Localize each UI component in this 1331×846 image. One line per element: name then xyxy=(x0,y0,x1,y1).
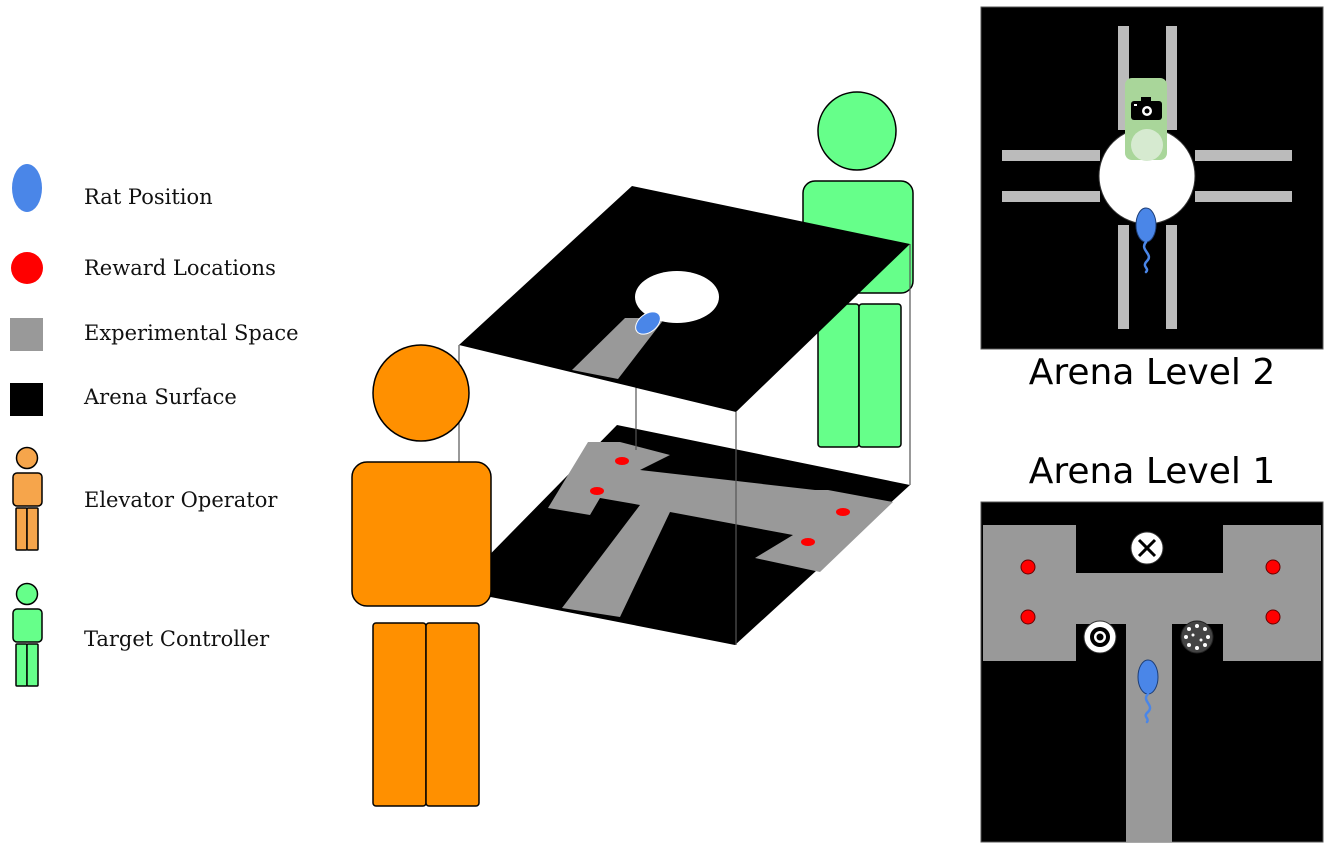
legend-label-target-controller: Target Controller xyxy=(84,627,270,651)
arena-level-2-title: Arena Level 2 xyxy=(1028,352,1276,393)
legend-rat-swatch xyxy=(12,164,42,212)
legend-label-elevator-operator: Elevator Operator xyxy=(84,488,278,512)
x-cue-icon xyxy=(1130,531,1164,565)
legend-reward-swatch xyxy=(11,252,43,284)
level1-reward-markers xyxy=(1020,559,1281,625)
dot-cue-icon xyxy=(1180,620,1214,654)
level2-rat-icon xyxy=(1135,207,1157,274)
upper-rat-marker xyxy=(635,311,661,335)
camera-icon xyxy=(1131,97,1162,120)
arena-level-2-panel xyxy=(980,6,1324,350)
lower-reward-markers xyxy=(590,457,850,546)
elevator-operator-figure xyxy=(351,344,492,807)
legend-arena-swatch xyxy=(10,383,43,416)
upper-center-hole xyxy=(635,271,719,323)
legend-label-reward-locations: Reward Locations xyxy=(84,256,276,280)
legend-elevator-operator-icon xyxy=(12,446,43,551)
arena-level-1-panel xyxy=(980,501,1324,843)
level1-rat-icon xyxy=(1137,659,1159,724)
lower-experimental-space xyxy=(548,442,893,617)
legend-label-arena-surface: Arena Surface xyxy=(84,385,237,409)
legend-label-rat-position: Rat Position xyxy=(84,185,213,209)
legend-label-experimental-space: Experimental Space xyxy=(84,321,299,345)
arena-level-1-title: Arena Level 1 xyxy=(1028,451,1276,492)
ring-cue-icon xyxy=(1083,620,1117,654)
legend-experimental-swatch xyxy=(10,318,43,351)
legend-target-controller-icon xyxy=(12,582,43,687)
